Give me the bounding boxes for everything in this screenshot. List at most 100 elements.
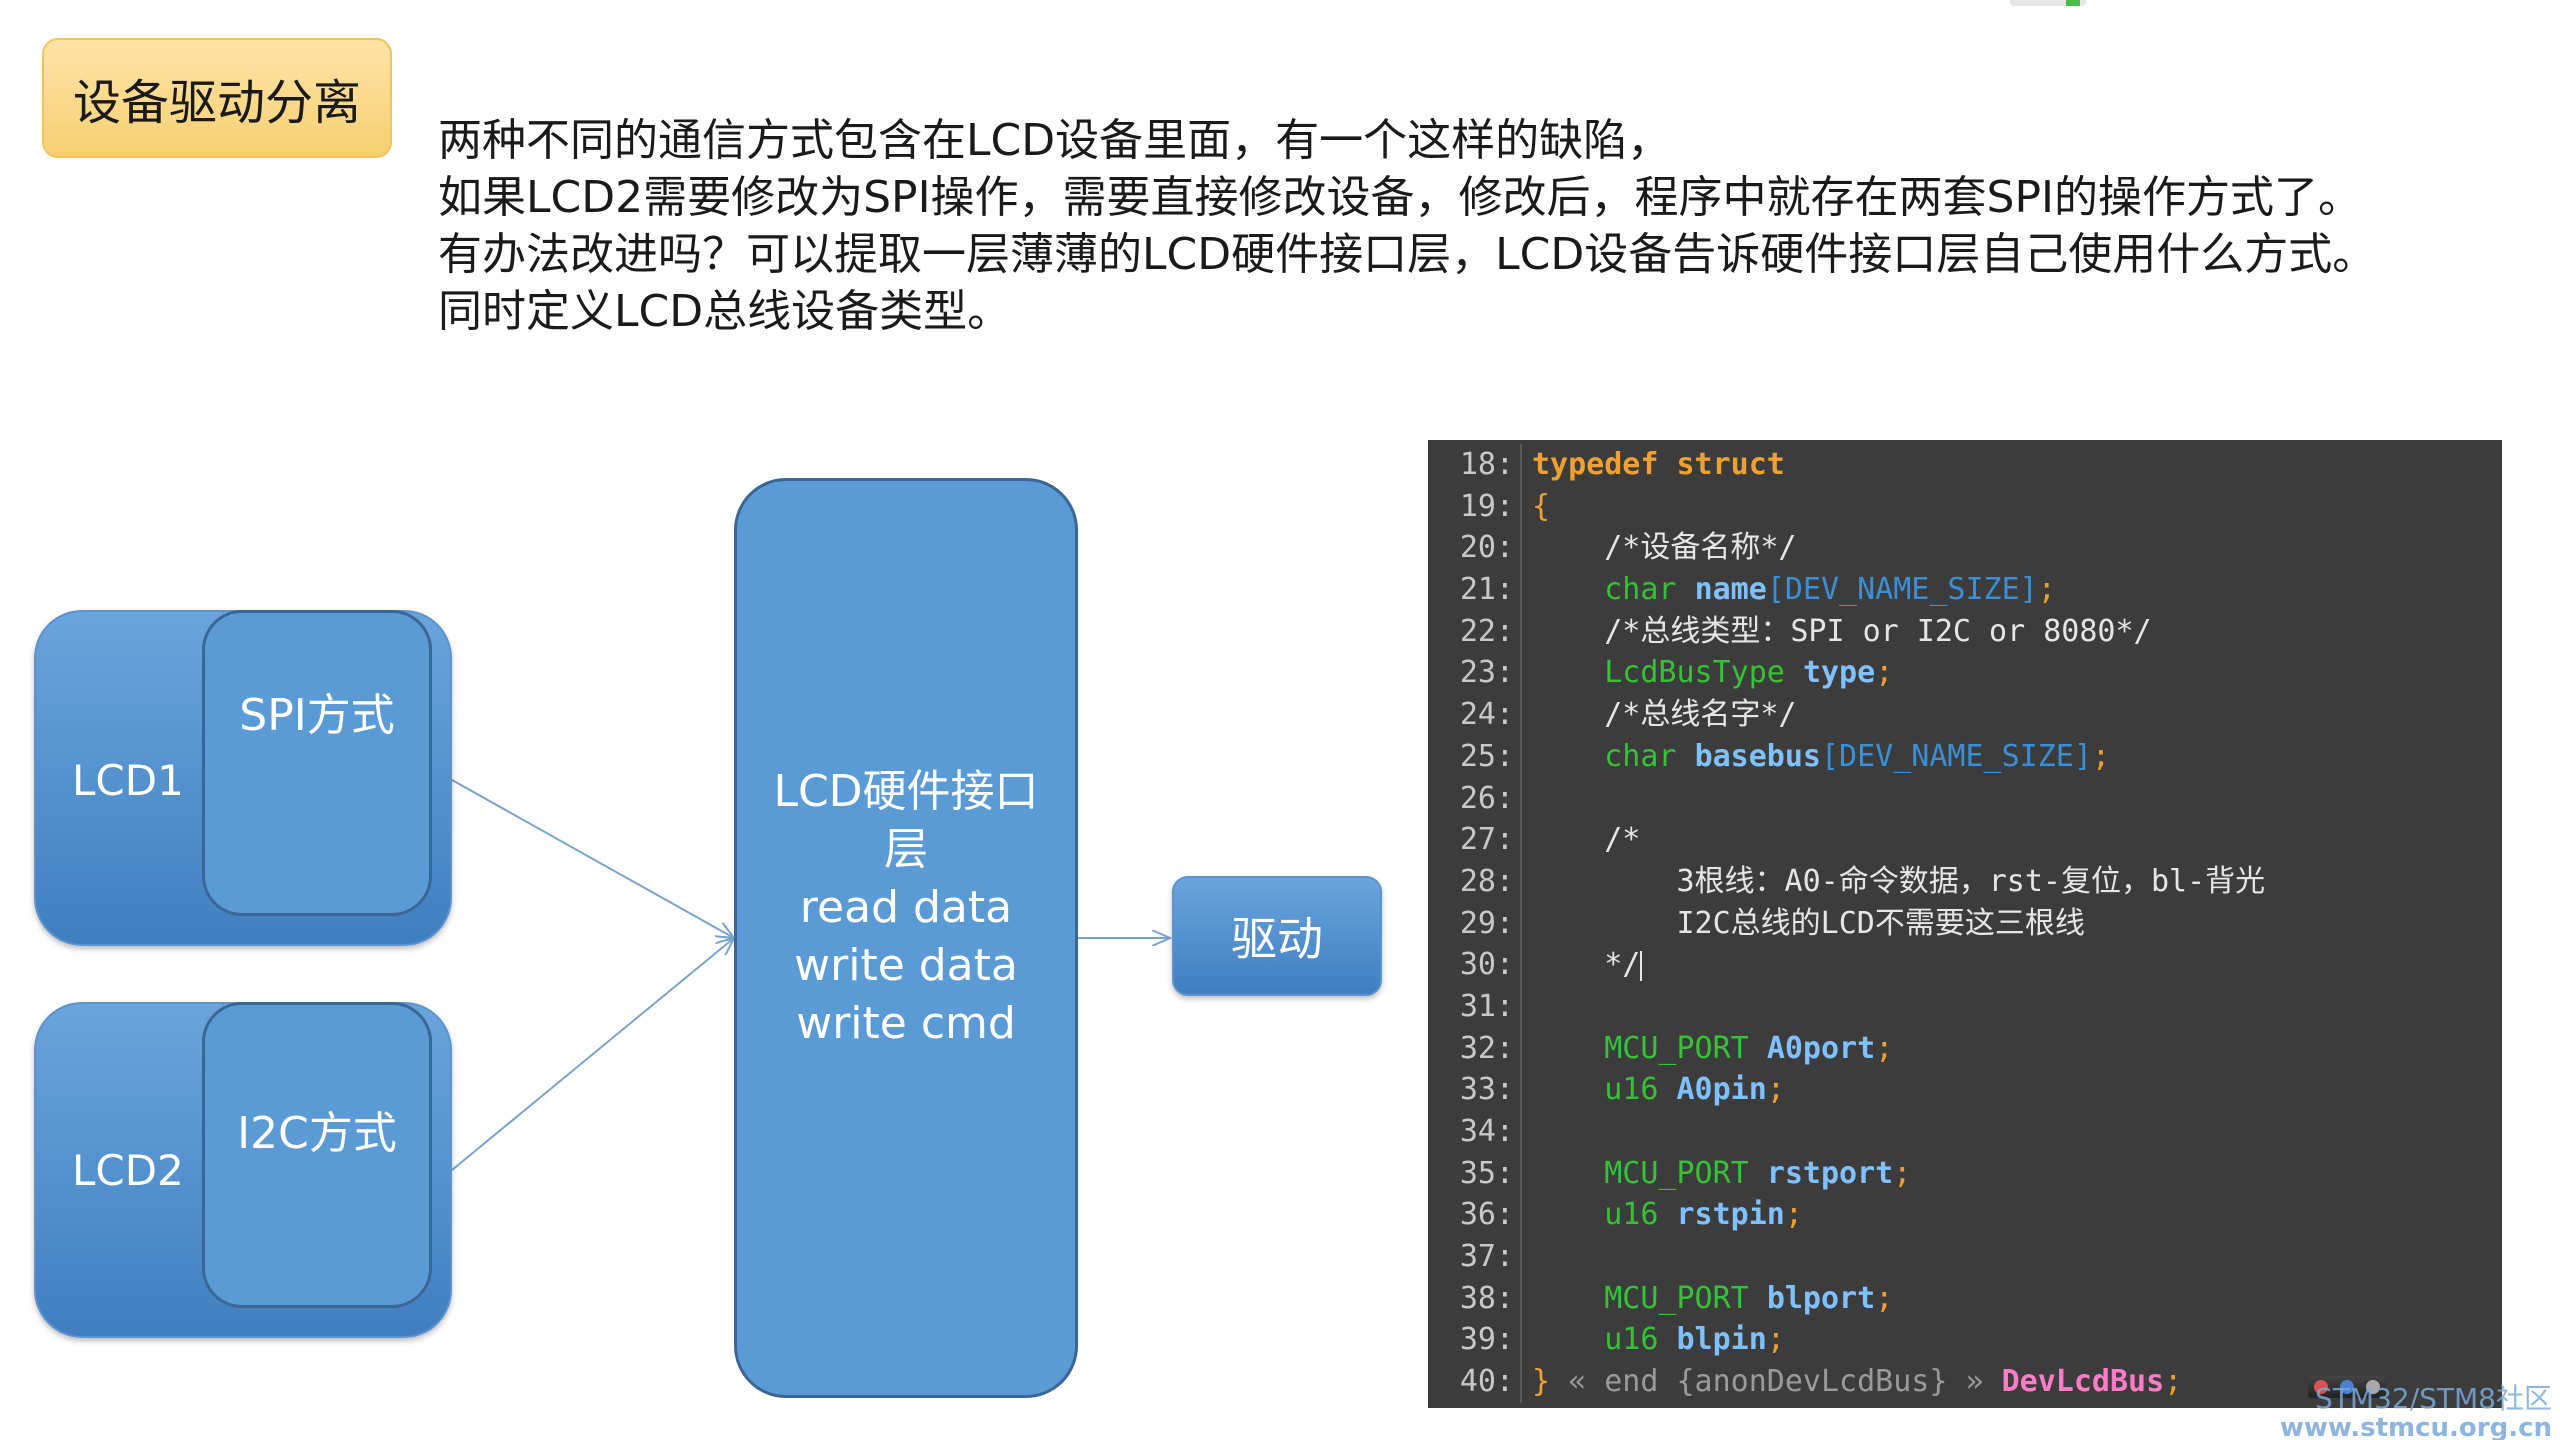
connector-lcd1-to-interface bbox=[451, 779, 734, 938]
code-token: A0port bbox=[1766, 1030, 1876, 1066]
gutter-divider bbox=[1520, 569, 1522, 611]
code-token: type bbox=[1802, 655, 1876, 691]
line-number: 23: bbox=[1459, 655, 1514, 691]
line-number: 32: bbox=[1459, 1030, 1514, 1066]
line-number: 29: bbox=[1459, 905, 1514, 941]
code-line: 35: MCU_PORT rstport; bbox=[1428, 1152, 2502, 1195]
gutter-divider bbox=[1520, 1069, 1522, 1111]
line-number: 25: bbox=[1459, 738, 1514, 774]
lcd2-device-box: LCD2 I2C方式 bbox=[34, 1002, 452, 1338]
code-line: 26: bbox=[1428, 777, 2502, 820]
code-token: ; bbox=[1893, 1155, 1912, 1191]
code-token: ; bbox=[1875, 1280, 1894, 1316]
code-token: */ bbox=[1532, 947, 1641, 983]
code-token: MCU_PORT bbox=[1532, 1280, 1767, 1316]
text-cursor bbox=[1640, 950, 1643, 981]
code-text: } « end {anonDevLcdBus} » DevLcdBus; bbox=[1532, 1361, 2182, 1403]
code-text: */ bbox=[1532, 944, 1643, 986]
line-number: 37: bbox=[1459, 1239, 1514, 1275]
code-token: u16 bbox=[1532, 1072, 1677, 1108]
code-text: 3根线：A0-命令数据，rst-复位，bl-背光 bbox=[1532, 861, 2265, 903]
code-line: 39: u16 blpin; bbox=[1428, 1319, 2502, 1362]
line-number: 27: bbox=[1459, 822, 1514, 858]
line-number: 35: bbox=[1459, 1155, 1514, 1191]
code-token: { bbox=[1532, 488, 1551, 524]
gutter-divider bbox=[1520, 944, 1522, 986]
line-number: 28: bbox=[1459, 863, 1514, 899]
gutter-divider bbox=[1520, 485, 1522, 528]
code-token: /*总线类型：SPI or I2C or 8080*/ bbox=[1532, 613, 2152, 649]
code-token: rstport bbox=[1766, 1155, 1894, 1191]
line-number: 31: bbox=[1459, 988, 1514, 1024]
description-line: 两种不同的通信方式包含在LCD设备里面，有一个这样的缺陷， bbox=[438, 115, 1672, 166]
code-text: char name[DEV_NAME_SIZE]; bbox=[1532, 569, 2056, 611]
lcd-hardware-interface-layer: LCD硬件接口 层 read data write data write cmd bbox=[734, 478, 1078, 1398]
gutter-divider bbox=[1520, 1277, 1522, 1320]
line-number: 21: bbox=[1459, 572, 1514, 608]
code-token: DevLcdBus bbox=[2001, 1364, 2165, 1400]
line-number: 30: bbox=[1459, 947, 1514, 983]
code-token: 3根线：A0-命令数据，rst-复位，bl-背光 bbox=[1532, 863, 2266, 899]
interface-title-line1: LCD硬件接口 bbox=[773, 766, 1039, 817]
code-token: « end {anonDevLcdBus} » bbox=[1568, 1364, 2002, 1400]
line-number: 39: bbox=[1459, 1322, 1514, 1358]
code-line: 18:typedef struct bbox=[1428, 444, 2502, 486]
line-number: 36: bbox=[1459, 1197, 1514, 1233]
code-token: basebus bbox=[1694, 738, 1821, 774]
code-token: /*总线名字*/ bbox=[1532, 697, 1797, 733]
record-icon[interactable] bbox=[2314, 1380, 2328, 1394]
gutter-divider bbox=[1520, 735, 1522, 778]
code-line: 31: bbox=[1428, 985, 2502, 1028]
code-token: ; bbox=[2164, 1364, 2183, 1400]
code-token: ; bbox=[1875, 655, 1894, 691]
code-text: MCU_PORT rstport; bbox=[1532, 1153, 1911, 1195]
code-text: MCU_PORT blport; bbox=[1532, 1278, 1893, 1320]
line-number: 40: bbox=[1459, 1364, 1514, 1400]
code-token: ; bbox=[1766, 1072, 1785, 1108]
code-token: MCU_PORT bbox=[1532, 1030, 1767, 1066]
code-text: { bbox=[1532, 486, 1550, 528]
code-token: name bbox=[1694, 572, 1767, 608]
code-token: blpin bbox=[1676, 1322, 1767, 1358]
spi-mode-label: SPI方式 bbox=[239, 690, 395, 741]
code-text: char basebus[DEV_NAME_SIZE]; bbox=[1532, 736, 2110, 778]
interface-op-write-cmd: write cmd bbox=[796, 998, 1016, 1049]
code-text: u16 A0pin; bbox=[1532, 1069, 1785, 1111]
gutter-divider bbox=[1520, 1027, 1522, 1070]
gutter-divider bbox=[1520, 1319, 1522, 1362]
top-edge-widget bbox=[2010, 0, 2086, 6]
code-line: 28: 3根线：A0-命令数据，rst-复位，bl-背光 bbox=[1428, 860, 2502, 903]
line-number: 34: bbox=[1459, 1114, 1514, 1149]
code-line: 40: } « end {anonDevLcdBus} » DevLcdBus; bbox=[1428, 1361, 2502, 1403]
code-line: 22: /*总线类型：SPI or I2C or 8080*/ bbox=[1428, 610, 2502, 653]
code-line: 32: MCU_PORT A0port; bbox=[1428, 1027, 2502, 1070]
settings-icon[interactable] bbox=[2340, 1380, 2354, 1394]
gutter-divider bbox=[1520, 1111, 1522, 1153]
gutter-divider bbox=[1520, 444, 1522, 486]
code-token: ; bbox=[1766, 1322, 1785, 1358]
code-token: char bbox=[1532, 738, 1695, 774]
menu-icon[interactable] bbox=[2366, 1380, 2380, 1394]
code-line: 27: /* bbox=[1428, 819, 2502, 861]
code-line: 19:{ bbox=[1428, 485, 2502, 528]
watermark-line1: STM32/STM8社区 bbox=[2315, 1382, 2552, 1415]
code-text: typedef struct bbox=[1532, 444, 1785, 486]
code-token: LcdBusType bbox=[1532, 655, 1803, 691]
line-number: 24: bbox=[1459, 697, 1514, 733]
interface-title-line2: 层 bbox=[884, 824, 928, 875]
lcd1-device-box: LCD1 SPI方式 bbox=[34, 610, 452, 946]
code-token: [DEV_NAME_SIZE] bbox=[1766, 572, 2038, 608]
driver-box: 驱动 bbox=[1172, 876, 1382, 996]
mini-toolbar[interactable] bbox=[2308, 1376, 2386, 1398]
line-number: 20: bbox=[1459, 530, 1514, 566]
code-line: 37: bbox=[1428, 1236, 2502, 1278]
gutter-divider bbox=[1520, 902, 1522, 945]
i2c-mode-label: I2C方式 bbox=[237, 1108, 397, 1159]
code-token: ; bbox=[2091, 738, 2110, 774]
code-line: 34: bbox=[1428, 1111, 2502, 1153]
lcd1-spi-mode-box: SPI方式 bbox=[202, 610, 432, 916]
code-token: A0pin bbox=[1676, 1072, 1767, 1108]
lcd2-i2c-mode-box: I2C方式 bbox=[202, 1002, 432, 1308]
